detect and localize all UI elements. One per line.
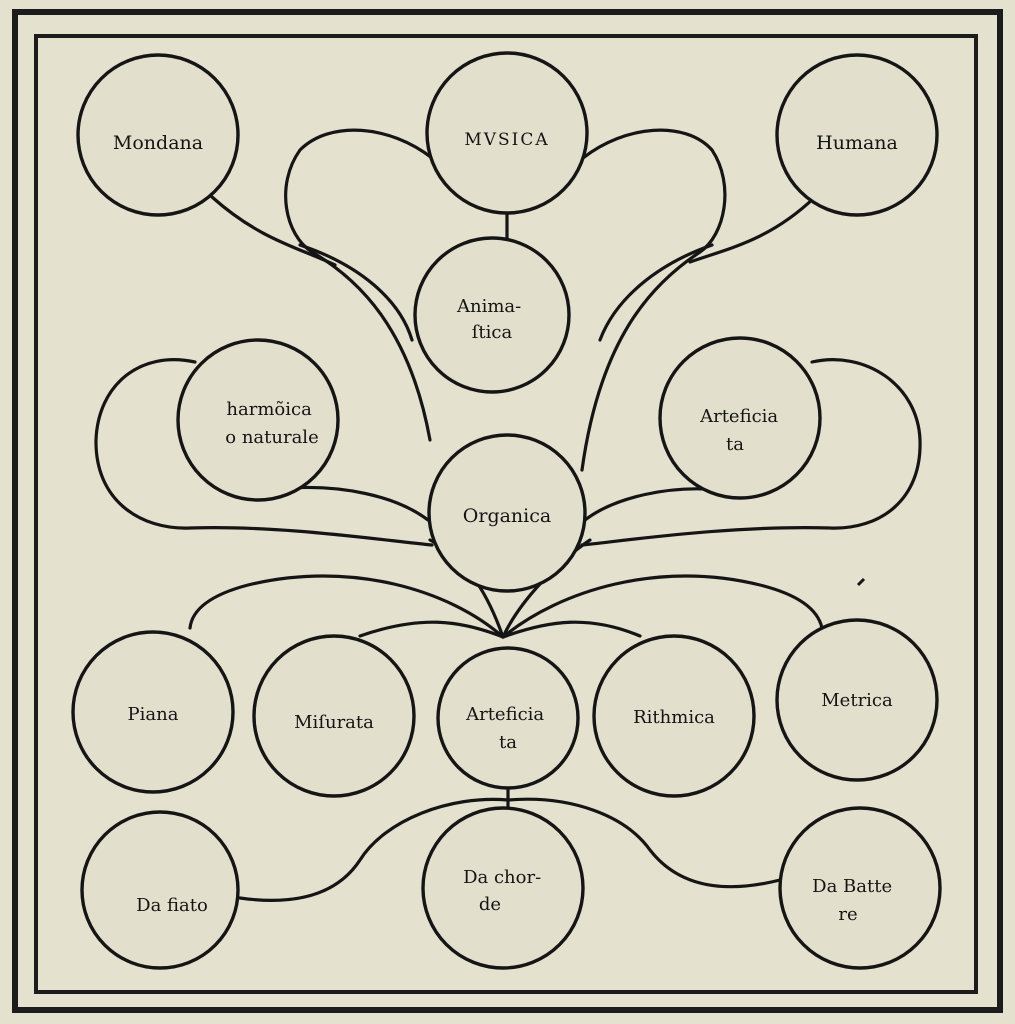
node-labels: Mondana MVSICA Humana Anima- ſtica harmõ… xyxy=(113,130,898,925)
connector-lines xyxy=(94,128,922,902)
label-metrica: Metrica xyxy=(821,690,893,711)
connector-misurata xyxy=(358,620,505,639)
node-rithmica xyxy=(592,634,756,798)
connector-humana xyxy=(688,195,817,264)
label-animastica: Anima- ſtica xyxy=(456,296,527,343)
connector-right-inner xyxy=(598,243,714,342)
node-arteficiata-lower xyxy=(436,646,580,790)
label-da-battere: Da Batte re xyxy=(812,876,898,925)
outer-frame xyxy=(12,9,1003,1013)
connector-harmonica-organica xyxy=(288,485,430,522)
node-organica xyxy=(427,433,587,593)
label-humana: Humana xyxy=(816,132,898,154)
node-harmonica xyxy=(176,338,340,502)
connector-da-fiato xyxy=(238,797,510,902)
connector-left-big-lobe xyxy=(94,358,434,547)
connector-right-big-lobe xyxy=(580,358,922,547)
node-humana xyxy=(775,53,939,217)
connector-right-lobe xyxy=(580,128,727,472)
connector-metrica xyxy=(501,574,824,639)
label-harmonica: harmõica o naturale xyxy=(225,399,318,448)
node-da-battere xyxy=(778,806,942,970)
node-metrica xyxy=(775,618,939,782)
ink-mark xyxy=(856,577,866,587)
node-musica xyxy=(425,51,589,215)
label-da-chorde: Da chor- de xyxy=(463,867,547,915)
label-rithmica: Rithmica xyxy=(633,707,715,728)
label-musica: MVSICA xyxy=(464,130,549,150)
inner-frame xyxy=(34,34,978,994)
connector-rithmica xyxy=(501,620,642,639)
label-arteficiata-upper: Arteficia ta xyxy=(699,406,784,455)
label-mondana: Mondana xyxy=(113,132,203,154)
connector-da-battere xyxy=(506,797,782,889)
node-piana xyxy=(71,630,235,794)
node-da-chorde xyxy=(421,806,585,970)
connector-left-inner xyxy=(298,243,414,342)
connector-left-lobe xyxy=(284,128,434,442)
node-mondana xyxy=(76,53,240,217)
connector-piana xyxy=(188,574,505,639)
label-arteficiata-lower: Arteficia ta xyxy=(465,704,550,753)
label-da-fiato: Da fiato xyxy=(136,895,208,916)
node-misurata xyxy=(252,634,416,798)
node-circles xyxy=(71,51,942,970)
node-da-fiato xyxy=(80,810,240,970)
label-organica: Organica xyxy=(463,505,551,527)
label-misurata: Miſurata xyxy=(294,712,374,733)
label-piana: Piana xyxy=(128,704,179,725)
node-arteficiata-upper xyxy=(658,336,822,500)
node-animastica xyxy=(413,236,571,394)
